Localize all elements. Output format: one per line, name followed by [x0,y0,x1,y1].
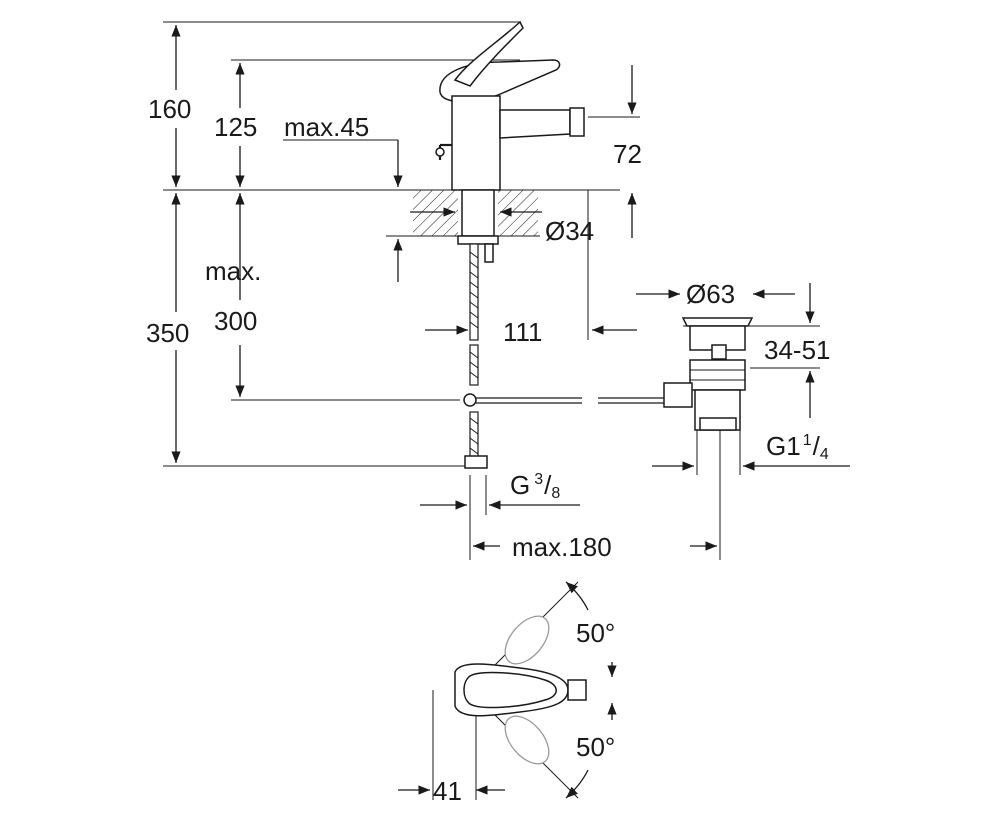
extension-lines [163,21,820,560]
dim-160: 160 [148,94,191,124]
top-view [432,581,617,800]
dim-max180: max.180 [512,532,612,562]
dim-111: 111 [503,317,543,347]
dim-d34: Ø34 [545,216,594,246]
popup-linkage [476,397,665,404]
dim-72: 72 [613,139,642,169]
dim-41: 41 [433,776,462,806]
dim-34-51: 34-51 [764,335,831,365]
dim-max45: max.45 [284,112,369,142]
dim-angle-bottom: 50° [576,732,615,762]
waste-fitting [663,317,754,431]
dimension-labels: 160 125 max.45 72 Ø34 max. 300 350 111 Ø… [146,94,831,806]
dim-125: 125 [214,112,257,142]
dim-max: max. [205,256,261,286]
dim-300: 300 [214,306,257,336]
supply-hoses [463,243,488,469]
dim-angle-top: 50° [576,618,615,648]
dim-d63: Ø63 [686,279,735,309]
dim-350: 350 [146,318,189,348]
mixer-body [435,20,585,263]
